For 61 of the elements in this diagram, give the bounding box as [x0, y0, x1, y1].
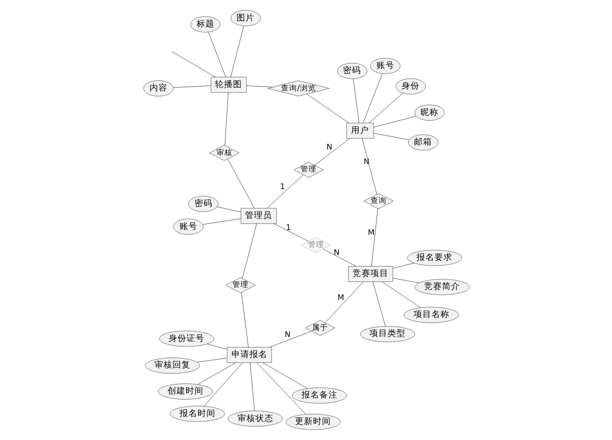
connector [268, 331, 312, 348]
connector [370, 208, 378, 266]
connector [242, 223, 256, 279]
node-ellipse: 项目类型 [360, 326, 415, 342]
node-ellipse: 标题 [190, 16, 220, 32]
node-ellipse: 报名时间 [169, 406, 224, 422]
connector [392, 262, 414, 269]
node-ellipse: 创建时间 [157, 383, 212, 400]
connector [171, 51, 216, 78]
connector [273, 223, 308, 242]
connector [249, 362, 254, 411]
connector [196, 358, 227, 362]
connector [246, 86, 272, 88]
node-ellipse: 报名要求 [406, 250, 462, 266]
connector [372, 133, 409, 140]
node-ellipse: 密码 [336, 62, 367, 79]
connector [372, 116, 416, 128]
node-ellipse: 昵称 [414, 104, 444, 121]
connector [352, 78, 359, 124]
connector [216, 206, 241, 212]
connector [324, 282, 364, 323]
connector [203, 362, 242, 406]
connector [322, 248, 356, 267]
connector [306, 94, 349, 124]
node-ellipse: 项目名称 [403, 306, 458, 323]
node-ellipse: 审核状态 [227, 410, 282, 427]
connector [172, 85, 211, 88]
node-ellipse: 邮箱 [408, 134, 438, 150]
node-box: 竞赛项目 [348, 266, 393, 282]
connector [197, 362, 236, 385]
node-box: 用户 [346, 122, 374, 139]
node-box: 管理员 [240, 208, 276, 224]
node-box: 申请报名 [226, 347, 272, 363]
node-box: 轮播图 [210, 76, 246, 93]
node-ellipse: 审核回复 [144, 358, 200, 374]
node-ellipse: 图片 [230, 10, 260, 26]
connector [372, 282, 386, 326]
connector [206, 344, 227, 350]
node-ellipse: 竞赛简介 [414, 279, 470, 296]
node-ellipse: 账号 [172, 218, 203, 235]
node-ellipse: 身份证号 [158, 330, 214, 347]
connector [240, 292, 248, 348]
node-ellipse: 账号 [370, 58, 400, 74]
connector [230, 26, 244, 78]
connector [266, 174, 303, 208]
connector [392, 278, 419, 284]
connector [224, 92, 228, 146]
node-ellipse: 内容 [142, 80, 174, 96]
connector [202, 218, 241, 225]
connector [314, 138, 350, 166]
node-ellipse: 报名备注 [291, 387, 346, 404]
connector [382, 282, 420, 308]
connector [368, 92, 403, 124]
connector [362, 74, 382, 124]
node-ellipse: 密码 [188, 196, 218, 212]
connector [226, 158, 254, 208]
node-ellipse: 更新时间 [285, 414, 340, 430]
connector [361, 138, 377, 194]
connector [208, 32, 226, 78]
node-ellipse: 身份 [395, 78, 426, 94]
connector [262, 362, 307, 389]
